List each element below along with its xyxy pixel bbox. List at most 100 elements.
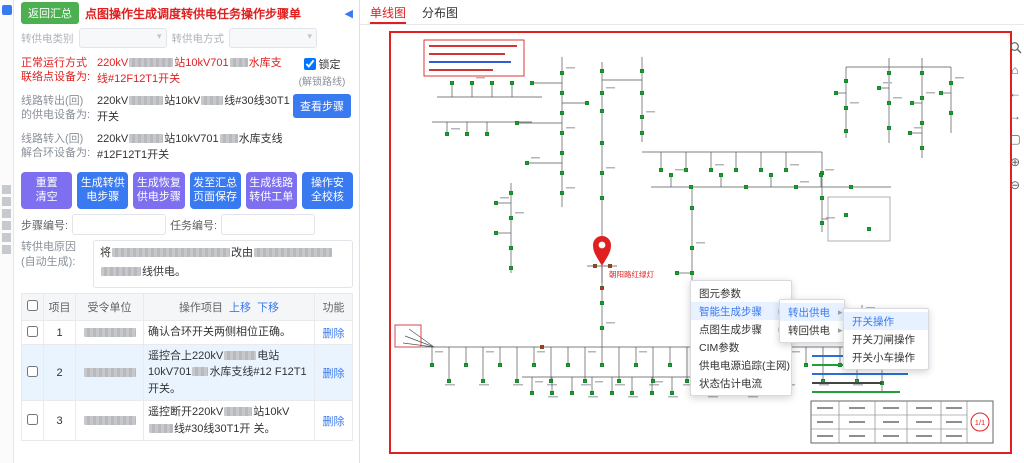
view-steps-button[interactable]: 查看步骤 xyxy=(293,94,351,118)
closed-switch-node[interactable] xyxy=(689,185,693,189)
closed-switch-node[interactable] xyxy=(560,131,564,135)
closed-switch-node[interactable] xyxy=(849,185,853,189)
menu-item-5[interactable]: 状态估计电流 xyxy=(691,374,791,392)
action-button-4[interactable]: 生成线路转供工单 xyxy=(245,171,297,210)
delete-row-link[interactable]: 删除 xyxy=(322,415,345,428)
open-switch-node[interactable] xyxy=(600,286,604,290)
reason-textarea[interactable]: 将改由线供电。 xyxy=(93,240,353,289)
closed-switch-node[interactable] xyxy=(887,126,891,130)
closed-switch-node[interactable] xyxy=(590,391,594,395)
closed-switch-node[interactable] xyxy=(650,391,654,395)
submenu-item-0[interactable]: 转出供电▸ xyxy=(780,303,844,321)
closed-switch-node[interactable] xyxy=(550,391,554,395)
closed-switch-node[interactable] xyxy=(600,363,604,367)
switch-op-item-2[interactable]: 开关小车操作 xyxy=(844,348,928,366)
row-checkbox[interactable] xyxy=(27,325,38,337)
closed-switch-node[interactable] xyxy=(560,91,564,95)
closed-switch-node[interactable] xyxy=(465,132,469,136)
row-checkbox[interactable] xyxy=(27,365,38,377)
closed-switch-node[interactable] xyxy=(450,81,454,85)
closed-switch-node[interactable] xyxy=(640,131,644,135)
closed-switch-node[interactable] xyxy=(481,379,485,383)
closed-switch-node[interactable] xyxy=(445,132,449,136)
closed-switch-node[interactable] xyxy=(949,111,953,115)
closed-switch-node[interactable] xyxy=(908,131,912,135)
switch-op-item-1[interactable]: 开关刀闸操作 xyxy=(844,330,928,348)
closed-switch-node[interactable] xyxy=(560,171,564,175)
closed-switch-node[interactable] xyxy=(530,81,534,85)
closed-switch-node[interactable] xyxy=(600,326,604,330)
closed-switch-node[interactable] xyxy=(530,391,534,395)
closed-switch-node[interactable] xyxy=(525,161,529,165)
closed-switch-node[interactable] xyxy=(690,271,694,275)
switch-op-item-0[interactable]: 开关操作 xyxy=(844,312,928,330)
closed-switch-node[interactable] xyxy=(570,391,574,395)
tab-distribution-diagram[interactable]: 分布图 xyxy=(422,5,459,20)
row-checkbox[interactable] xyxy=(27,413,38,425)
closed-switch-node[interactable] xyxy=(515,379,519,383)
select-all-checkbox[interactable] xyxy=(27,300,38,312)
closed-switch-node[interactable] xyxy=(566,363,570,367)
location-pin-icon[interactable] xyxy=(593,236,611,266)
closed-switch-node[interactable] xyxy=(659,168,663,172)
closed-switch-node[interactable] xyxy=(509,191,513,195)
transfer-category-select[interactable]: ▾ xyxy=(78,28,167,48)
tab-single-line-diagram[interactable]: 单线图 xyxy=(370,0,407,24)
closed-switch-node[interactable] xyxy=(920,121,924,125)
fit-screen-icon[interactable]: ▢ xyxy=(1009,132,1021,146)
closed-switch-node[interactable] xyxy=(844,79,848,83)
closed-switch-node[interactable] xyxy=(600,69,604,73)
menu-item-4[interactable]: 供电电源追踪(主网) xyxy=(691,356,791,374)
delete-row-link[interactable]: 删除 xyxy=(322,327,345,340)
closed-switch-node[interactable] xyxy=(684,168,688,172)
closed-switch-node[interactable] xyxy=(485,132,489,136)
menu-item-3[interactable]: CIM参数 xyxy=(691,338,791,356)
transfer-mode-select[interactable]: ▾ xyxy=(229,28,317,48)
closed-switch-node[interactable] xyxy=(744,185,748,189)
closed-switch-node[interactable] xyxy=(634,363,638,367)
open-switch-node[interactable] xyxy=(540,345,544,349)
closed-switch-node[interactable] xyxy=(510,81,514,85)
closed-switch-node[interactable] xyxy=(669,173,673,177)
pin-shortcut-icon[interactable] xyxy=(1,5,12,15)
action-button-2[interactable]: 生成恢复供电步骤 xyxy=(133,171,185,210)
collapsed-panel-vertical-tab[interactable] xyxy=(2,185,11,254)
pan-right-icon[interactable]: → xyxy=(1009,109,1021,123)
closed-switch-node[interactable] xyxy=(509,246,513,250)
closed-switch-node[interactable] xyxy=(617,379,621,383)
action-button-0[interactable]: 重置清空 xyxy=(21,171,73,210)
closed-switch-node[interactable] xyxy=(447,379,451,383)
closed-switch-node[interactable] xyxy=(651,379,655,383)
closed-switch-node[interactable] xyxy=(610,391,614,395)
closed-switch-node[interactable] xyxy=(877,86,881,90)
closed-switch-node[interactable] xyxy=(494,201,498,205)
closed-switch-node[interactable] xyxy=(910,101,914,105)
closed-switch-node[interactable] xyxy=(490,81,494,85)
closed-switch-node[interactable] xyxy=(560,71,564,75)
closed-switch-node[interactable] xyxy=(819,173,823,177)
closed-switch-node[interactable] xyxy=(844,213,848,217)
closed-switch-node[interactable] xyxy=(685,379,689,383)
closed-switch-node[interactable] xyxy=(640,91,644,95)
closed-switch-node[interactable] xyxy=(939,91,943,95)
closed-switch-node[interactable] xyxy=(560,111,564,115)
closed-switch-node[interactable] xyxy=(804,363,808,367)
submenu-item-1[interactable]: 转回供电▸ xyxy=(780,321,844,339)
closed-switch-node[interactable] xyxy=(600,171,604,175)
closed-switch-node[interactable] xyxy=(920,71,924,75)
closed-switch-node[interactable] xyxy=(820,196,824,200)
closed-switch-node[interactable] xyxy=(600,109,604,113)
open-switch-node[interactable] xyxy=(593,264,597,268)
closed-switch-node[interactable] xyxy=(600,141,604,145)
closed-switch-node[interactable] xyxy=(675,271,679,275)
closed-switch-node[interactable] xyxy=(583,379,587,383)
closed-switch-node[interactable] xyxy=(509,216,513,220)
move-up-link[interactable]: 上移 xyxy=(229,302,251,315)
closed-switch-node[interactable] xyxy=(560,151,564,155)
closed-switch-node[interactable] xyxy=(668,363,672,367)
menu-item-0[interactable]: 图元参数 xyxy=(691,284,791,302)
pan-left-icon[interactable]: ← xyxy=(1009,86,1021,100)
closed-switch-node[interactable] xyxy=(470,81,474,85)
